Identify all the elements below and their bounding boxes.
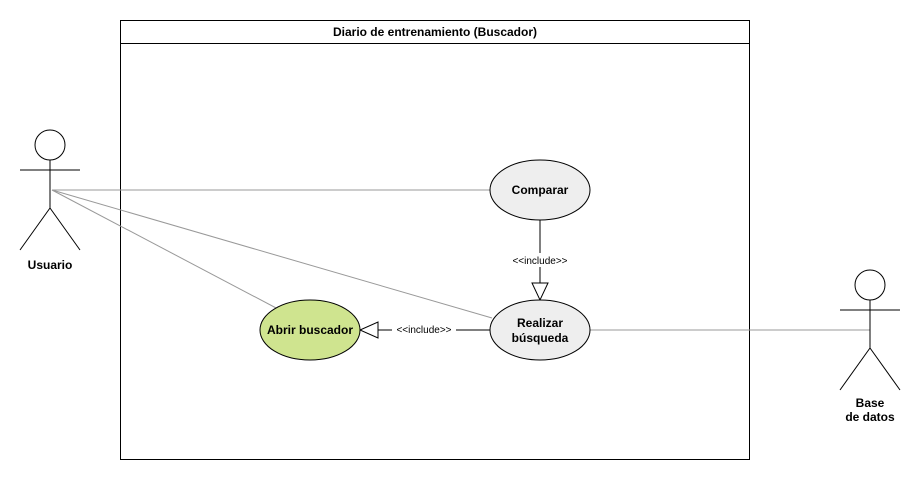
use-case-label-line1: Realizar <box>517 316 563 330</box>
include-comparar-to-busqueda: <<include>> <box>508 220 572 302</box>
association-lines <box>51 189 870 331</box>
use-case-ellipse[interactable] <box>259 299 361 361</box>
include-arrowhead <box>531 282 549 302</box>
actor-label: Usuario <box>28 258 73 272</box>
use-case-label: Abrir buscador <box>267 323 353 337</box>
include-busqueda-to-abrir: <<include>> <box>358 321 490 339</box>
system-title: Diario de entrenamiento (Buscador) <box>333 25 537 39</box>
stick-figure-icon <box>19 129 81 251</box>
use-case-realizar-busqueda[interactable]: Realizar búsqueda <box>489 299 591 361</box>
actor-usuario[interactable]: Usuario <box>19 129 81 272</box>
include-label-bg <box>392 323 456 337</box>
actor-base-de-datos[interactable]: Base de datos <box>839 269 901 424</box>
include-label: <<include>> <box>396 325 451 336</box>
association-usuario-realizar-busqueda <box>51 189 493 319</box>
actor-label-line2: de datos <box>845 410 895 424</box>
use-case-ellipse[interactable] <box>489 299 591 361</box>
actor-label-line1: Base <box>856 396 885 410</box>
include-label-bg <box>508 253 572 267</box>
use-case-label-line2: búsqueda <box>512 331 569 345</box>
include-arrowhead <box>358 321 379 339</box>
include-label: <<include>> <box>512 256 567 267</box>
use-case-abrir-buscador[interactable]: Abrir buscador <box>259 299 361 361</box>
use-case-comparar[interactable]: Comparar <box>489 159 591 221</box>
stick-figure-icon <box>839 269 901 391</box>
use-case-ellipse[interactable] <box>489 159 591 221</box>
system-boundary-box <box>120 20 750 460</box>
use-case-label: Comparar <box>512 183 569 197</box>
association-usuario-abrir-buscador <box>51 189 279 310</box>
system-boundary: Diario de entrenamiento (Buscador) <box>120 20 750 460</box>
